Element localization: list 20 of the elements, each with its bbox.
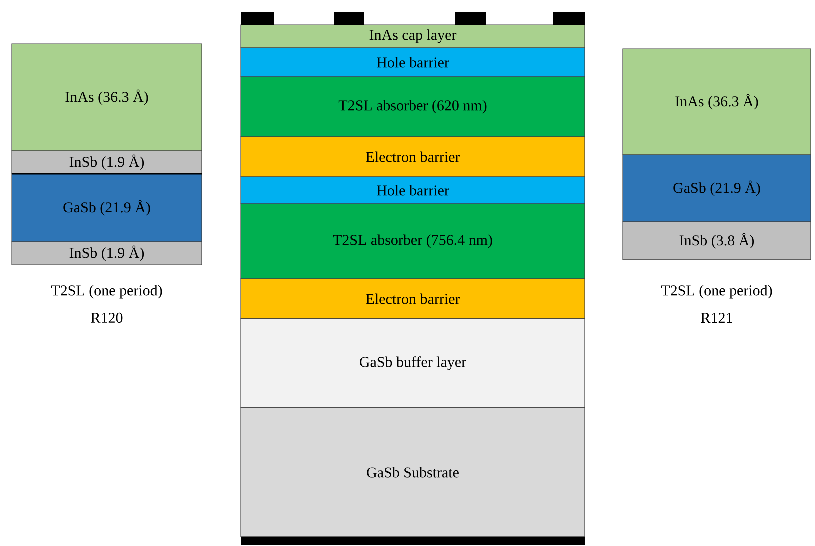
layer-box: GaSb Substrate <box>240 408 586 538</box>
layer-box: Hole barrier <box>240 48 586 78</box>
stack-caption: T2SL (one period) <box>51 285 162 299</box>
stack-caption: R120 <box>91 312 123 324</box>
layer-box: InAs (36.3 Å) <box>622 48 812 156</box>
layer-box: InSb (1.9 Å) <box>12 150 202 174</box>
layer-box: T2SL absorber (756.4 nm) <box>240 204 586 280</box>
layer-box: Electron barrier <box>240 278 586 320</box>
layer-box: GaSb buffer layer <box>240 318 586 408</box>
layer-box: Electron barrier <box>240 136 586 178</box>
layer-box: GaSb (21.9 Å) <box>622 154 812 222</box>
stack-caption: T2SL (one period) <box>661 285 772 299</box>
layer-box: InAs cap layer <box>240 24 586 48</box>
stack-caption: R121 <box>701 313 732 323</box>
layer-box: InSb (1.9 Å) <box>12 242 202 266</box>
layer-box: InSb (3.8 Å) <box>622 222 812 260</box>
layer-box: InAs (36.3 Å) <box>12 44 202 152</box>
layer-box: T2SL absorber (620 nm) <box>240 76 586 138</box>
layer-box: Hole barrier <box>240 176 586 204</box>
layer-box: GaSb (21.9 Å) <box>12 174 202 242</box>
